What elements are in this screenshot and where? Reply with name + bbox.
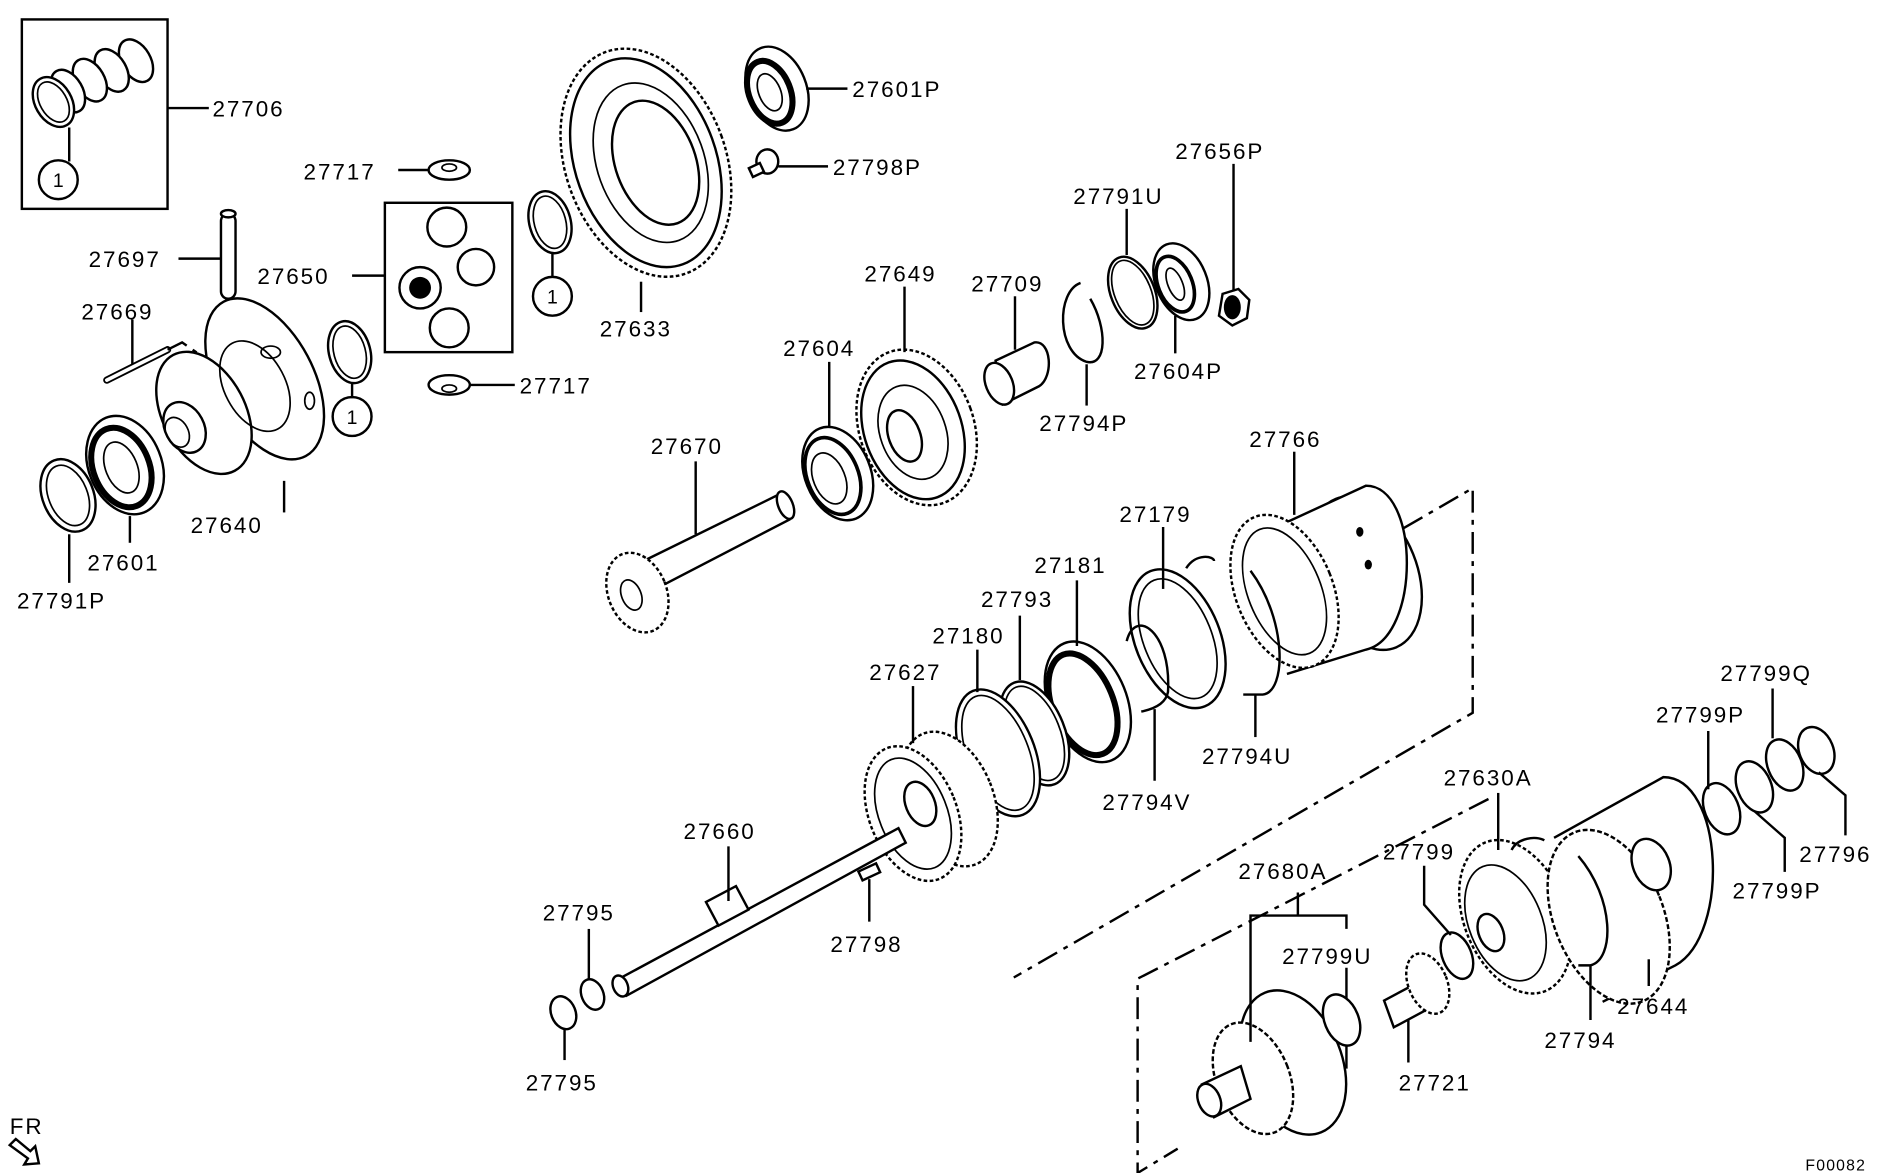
seal-ring-27795-upper[interactable] xyxy=(576,928,608,1013)
label-27706[interactable]: 27706 xyxy=(212,97,284,122)
snap-ring-27794V[interactable] xyxy=(1125,624,1170,781)
shim-callout-upper[interactable]: 1 xyxy=(522,186,578,317)
part-labels: 27706 27717 27717 27697 27650 27669 2760… xyxy=(10,77,1871,1173)
label-27794U[interactable]: 27794U xyxy=(1202,744,1292,769)
label-27601[interactable]: 27601 xyxy=(87,551,159,576)
clutch-plate-27179[interactable] xyxy=(1111,527,1244,722)
output-shaft-27660[interactable] xyxy=(610,826,908,999)
assembly-boundary-upper xyxy=(1013,486,1474,979)
label-27794[interactable]: 27794 xyxy=(1544,1028,1616,1053)
planetary-assembly-27680A[interactable] xyxy=(1193,892,1366,1151)
label-27179[interactable]: 27179 xyxy=(1119,502,1191,527)
plug-27798[interactable] xyxy=(856,861,882,922)
snap-ring-27794U[interactable] xyxy=(1243,569,1281,738)
label-27697[interactable]: 27697 xyxy=(89,247,161,272)
thrust-washer-27799P-lower[interactable] xyxy=(1729,756,1786,872)
reference-callout: 1 xyxy=(37,159,79,201)
clutch-drum-27766[interactable] xyxy=(1209,451,1443,684)
bearing-27601[interactable] xyxy=(72,404,178,543)
bearing-27604[interactable] xyxy=(789,361,886,531)
label-27604P[interactable]: 27604P xyxy=(1134,359,1223,384)
seal-ring-27795-lower[interactable] xyxy=(546,992,581,1061)
label-27717-bottom[interactable]: 27717 xyxy=(520,373,592,398)
thrust-washer-27717-top[interactable] xyxy=(398,159,472,181)
snap-ring-27794[interactable] xyxy=(1577,855,1609,1020)
label-27180[interactable]: 27180 xyxy=(932,624,1004,649)
label-27793[interactable]: 27793 xyxy=(981,587,1053,612)
label-27795-top[interactable]: 27795 xyxy=(543,900,615,925)
bearing-27601P[interactable] xyxy=(734,37,848,140)
shim-set-27706[interactable] xyxy=(20,18,209,211)
label-27717-top[interactable]: 27717 xyxy=(304,160,376,185)
label-27794V[interactable]: 27794V xyxy=(1102,790,1191,815)
label-27798P[interactable]: 27798P xyxy=(833,155,922,180)
label-27796[interactable]: 27796 xyxy=(1799,842,1871,867)
label-27799P-lower[interactable]: 27799P xyxy=(1733,879,1822,904)
snap-ring-27794P[interactable] xyxy=(1061,281,1104,406)
shim-callout-lower[interactable]: 1 xyxy=(322,316,378,438)
label-27798[interactable]: 27798 xyxy=(830,932,902,957)
label-27650[interactable]: 27650 xyxy=(257,264,329,289)
lock-nut-27656P[interactable] xyxy=(1217,163,1251,327)
svg-text:1: 1 xyxy=(347,407,358,429)
thrust-washer-27799P-upper[interactable] xyxy=(1696,730,1748,840)
direction-label: FR xyxy=(10,1114,44,1139)
label-27799P-upper[interactable]: 27799P xyxy=(1656,702,1745,727)
plug-27798P[interactable] xyxy=(747,148,829,179)
thrust-washer-27717-bottom[interactable] xyxy=(427,373,515,396)
clutch-drum-27644[interactable] xyxy=(1524,775,1715,1022)
label-27680A[interactable]: 27680A xyxy=(1238,859,1327,884)
label-27604[interactable]: 27604 xyxy=(783,336,855,361)
thrust-ring-27799[interactable] xyxy=(1422,865,1479,984)
svg-text:1: 1 xyxy=(53,170,64,192)
label-27709[interactable]: 27709 xyxy=(971,271,1043,296)
label-27644[interactable]: 27644 xyxy=(1617,994,1689,1019)
carrier-assembly-27630A[interactable] xyxy=(1438,792,1593,1010)
pinion-shaft-27697[interactable] xyxy=(178,208,237,300)
label-27791P[interactable]: 27791P xyxy=(17,588,106,613)
label-27669[interactable]: 27669 xyxy=(81,299,153,324)
label-27601P[interactable]: 27601P xyxy=(852,77,941,102)
label-27799[interactable]: 27799 xyxy=(1383,840,1455,865)
label-27649[interactable]: 27649 xyxy=(864,262,936,287)
figure-code: F00082 xyxy=(1805,1158,1866,1173)
label-27181[interactable]: 27181 xyxy=(1034,553,1106,578)
sun-gear-shaft-27721[interactable] xyxy=(1382,947,1458,1063)
bearing-27604P[interactable] xyxy=(1143,235,1220,354)
label-27660[interactable]: 27660 xyxy=(684,819,756,844)
label-27799U[interactable]: 27799U xyxy=(1282,944,1372,969)
snap-ring-27796[interactable] xyxy=(1791,722,1847,836)
label-27633[interactable]: 27633 xyxy=(600,316,672,341)
collar-27709[interactable] xyxy=(979,296,1051,409)
differential-gear-set-27650[interactable] xyxy=(352,201,514,354)
differential-case-27640[interactable] xyxy=(137,279,349,513)
front-direction-arrow-icon xyxy=(7,1137,41,1166)
svg-text:1: 1 xyxy=(547,287,558,309)
label-27721[interactable]: 27721 xyxy=(1399,1070,1471,1095)
label-27627[interactable]: 27627 xyxy=(869,660,941,685)
shim-27791P[interactable] xyxy=(30,451,105,583)
shim-27791U[interactable] xyxy=(1098,208,1167,336)
label-27640[interactable]: 27640 xyxy=(191,513,263,538)
label-27795-bottom[interactable]: 27795 xyxy=(526,1070,598,1095)
drive-pinion-shaft-27670[interactable] xyxy=(595,461,798,641)
lock-pin-27669[interactable] xyxy=(103,319,250,390)
label-27670[interactable]: 27670 xyxy=(651,434,723,459)
label-27799Q[interactable]: 27799Q xyxy=(1720,661,1812,686)
label-27656P[interactable]: 27656P xyxy=(1175,139,1264,164)
thrust-ring-27799U[interactable] xyxy=(1316,989,1368,1051)
assembly-boundary-lower xyxy=(1136,797,1490,1173)
ring-gear-27633[interactable] xyxy=(530,25,761,313)
label-27794P[interactable]: 27794P xyxy=(1039,411,1128,436)
driven-gear-27649[interactable] xyxy=(836,286,998,523)
label-27791U[interactable]: 27791U xyxy=(1073,184,1163,209)
label-27630A[interactable]: 27630A xyxy=(1444,766,1533,791)
thrust-bearing-27799Q[interactable] xyxy=(1759,688,1811,797)
label-27766[interactable]: 27766 xyxy=(1249,427,1321,452)
